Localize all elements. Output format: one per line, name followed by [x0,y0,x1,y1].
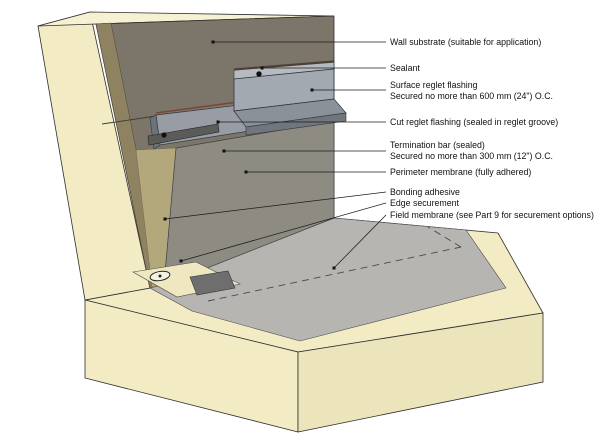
cut-reglet-label: Cut reglet flashing (sealed in reglet gr… [390,117,558,127]
securement-batten [189,270,236,296]
surface-reglet-drip-lip [245,112,347,136]
edge-securement-label: Edge securement [390,198,460,208]
surface-reglet-fastener-icon [256,71,262,77]
plate-fastener-icon [158,274,162,278]
cut-reglet-leader-dot [216,120,220,124]
bonding-adhesive-label: Bonding adhesive [390,187,460,197]
surface-reglet-leader-dot [310,88,314,92]
termination-bar-note-label: Secured no more than 300 mm (12") O.C. [390,151,553,161]
sealant-bead [233,60,335,71]
wall-substrate-label: Wall substrate (suitable for application… [390,37,541,47]
edge-securement-detail [132,261,241,298]
reglet-groove-line [101,115,157,125]
sealant-leader-dot [260,66,264,70]
bonding-adhesive-leader [164,191,387,220]
leader-lines [163,40,387,270]
surface-reglet-label: Surface reglet flashing [390,80,478,90]
flashing-assembly [101,60,347,150]
field-membrane-leader [333,214,387,269]
edge-securement-leader [180,202,387,262]
field-membrane-label: Field membrane (see Part 9 for securemen… [390,210,594,220]
wall-substrate-leader-dot [211,40,215,44]
membrane-lap-dashed-line-2 [427,226,462,248]
wall [37,11,335,301]
reglet-groove-sealant [155,101,239,114]
perimeter-membrane-label: Perimeter membrane (fully adhered) [390,167,531,177]
termination-bar-fastener-icon [161,132,167,138]
slab-front-right-face [297,312,544,433]
edge-securement-leader-dot [179,259,183,263]
bonding-adhesive-leader-dot [163,217,167,221]
termination-bar [147,123,220,146]
sealant-label: Sealant [390,63,420,73]
termination-bar-leader-dot [222,149,226,153]
surface-reglet-note-label: Secured no more than 600 mm (24") O.C. [390,91,553,101]
perimeter-membrane-leader-dot [244,170,248,174]
roof-deck-slab [84,217,544,433]
field-membrane-leader-dot [332,266,336,270]
termination-bar-label: Termination bar (sealed) [390,140,485,150]
labels: Wall substrate (suitable for application… [390,37,594,220]
